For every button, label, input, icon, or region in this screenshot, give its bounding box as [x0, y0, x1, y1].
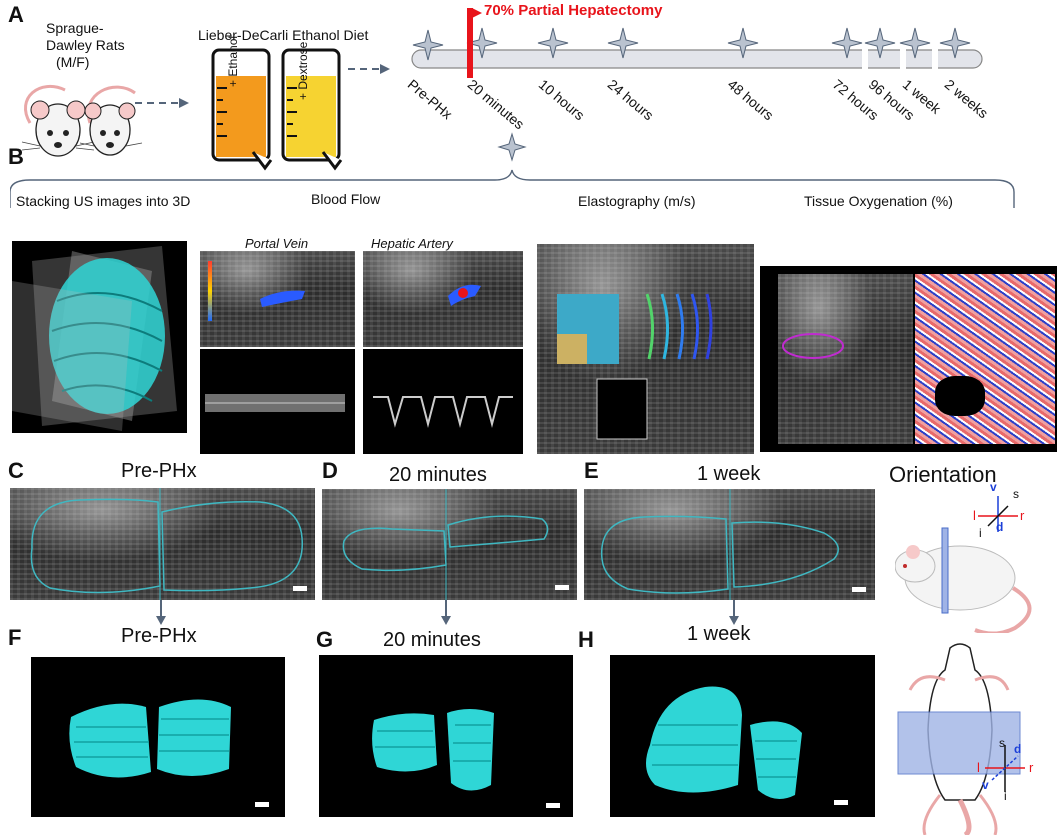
axis-v-bottom: v [982, 778, 989, 792]
rats-label: Sprague- Dawley Rats (M/F) [46, 20, 125, 71]
elastography-image [537, 244, 754, 454]
arrow-diet-to-timeline [348, 64, 390, 74]
panel-label-c: C [8, 458, 24, 483]
axis-d-top: d [996, 520, 1004, 534]
arrow-d-to-g [441, 600, 451, 625]
c-title: Pre-PHx [121, 460, 197, 482]
ethanol-bottle [211, 48, 273, 171]
panel-label-b: B [8, 144, 24, 169]
orientation-title: Orientation [889, 462, 997, 487]
c-ultrasound-image [10, 488, 315, 600]
panel-label-e: E [584, 458, 599, 483]
imaging-plane [941, 527, 949, 614]
axes-icon-top [985, 745, 1025, 792]
star-icon-10h [537, 27, 569, 59]
hepatectomy-marker [467, 8, 473, 78]
d-ultrasound-image [322, 489, 577, 600]
star-icon-20min [466, 27, 498, 59]
hepatectomy-flag-icon [472, 8, 482, 18]
category-3d: Stacking US images into 3D [16, 193, 191, 209]
axes-icon-side [978, 496, 1018, 532]
arrow-rats-to-diet [135, 98, 189, 108]
oxygenation-image [760, 266, 1057, 452]
g-title: 20 minutes [383, 629, 481, 651]
panel-label-f: F [8, 625, 22, 650]
star-icon-2w [939, 27, 971, 59]
rats-label-line3: (M/F) [56, 54, 90, 70]
axis-s-bottom: s [999, 736, 1005, 750]
timeline [411, 8, 983, 78]
orientation-rat-top [897, 643, 1025, 835]
dextrose-label: + Dextrose [296, 41, 310, 100]
axis-i-bottom: i [1004, 789, 1007, 803]
panel-label-d: D [322, 458, 338, 483]
panel-label-a: A [8, 2, 24, 27]
star-icon-72h [831, 27, 863, 59]
category-oxygenation: Tissue Oxygenation (%) [804, 193, 953, 209]
axis-i-top: i [979, 526, 982, 540]
arrow-c-to-f [156, 600, 166, 625]
hepatic-artery-spectrum [363, 349, 523, 454]
panel-label-h: H [578, 627, 594, 652]
hepatectomy-label: 70% Partial Hepatectomy [484, 2, 663, 19]
rats-label-line2: Dawley Rats [46, 37, 125, 53]
portal-vein-label: Portal Vein [245, 236, 309, 251]
us-3d-stack-image [12, 241, 187, 433]
axis-r-bottom: r [1029, 760, 1034, 775]
axis-l-bottom: l [977, 760, 980, 775]
f-3d-liver-render [31, 657, 285, 817]
panel-b-bracket [10, 132, 1015, 208]
diet-bottles [211, 48, 343, 171]
dextrose-bottle [281, 48, 343, 171]
hepatic-artery-doppler-image [363, 251, 523, 347]
star-icon-96h [864, 27, 896, 59]
rats-label-line1: Sprague- [46, 20, 104, 36]
scale-bar-h [834, 800, 848, 805]
scale-bar-f [255, 802, 269, 807]
portal-vein-doppler-image [200, 251, 355, 347]
star-icon-24h [607, 27, 639, 59]
star-icon-1w [899, 27, 931, 59]
ethanol-label: + Ethanol [226, 35, 240, 87]
d-title: 20 minutes [389, 464, 487, 486]
axis-v-top: v [990, 480, 997, 494]
axis-r-top: r [1020, 508, 1025, 523]
panel-label-g: G [316, 627, 334, 652]
star-icon-48h [727, 27, 759, 59]
scale-bar-c [293, 586, 307, 591]
timeline-bar [411, 49, 983, 69]
timeline-break-1 [862, 46, 868, 72]
category-blood-flow: Blood Flow [311, 191, 381, 207]
scale-bar-d [555, 585, 569, 590]
star-icon-bracket [497, 132, 527, 162]
category-elastography: Elastography (m/s) [578, 193, 696, 209]
orientation-rat-side [895, 496, 1032, 633]
e-title: 1 week [697, 463, 761, 485]
e-ultrasound-image [584, 489, 875, 600]
arrow-e-to-h [729, 600, 739, 625]
axis-l-top: l [973, 508, 976, 523]
h-3d-liver-render [610, 655, 875, 817]
imaging-plane-top [897, 711, 1021, 775]
rat-icon-2 [79, 85, 143, 156]
axis-s-top: s [1013, 487, 1019, 501]
g-3d-liver-render [319, 655, 573, 817]
timeline-break-2 [900, 46, 906, 72]
h-title: 1 week [687, 623, 751, 645]
f-title: Pre-PHx [121, 625, 197, 647]
portal-vein-spectrum [200, 349, 355, 454]
axis-d-bottom: d [1014, 742, 1022, 756]
rats-illustration [21, 84, 143, 157]
scale-bar-g [546, 803, 560, 808]
hepatic-artery-label: Hepatic Artery [371, 236, 453, 251]
rat-icon-1 [21, 84, 95, 157]
diet-title: Lieber-DeCarli Ethanol Diet [198, 27, 369, 43]
scale-bar-e [852, 587, 866, 592]
star-icon-prephx [412, 29, 444, 61]
timeline-break-3 [932, 46, 938, 72]
